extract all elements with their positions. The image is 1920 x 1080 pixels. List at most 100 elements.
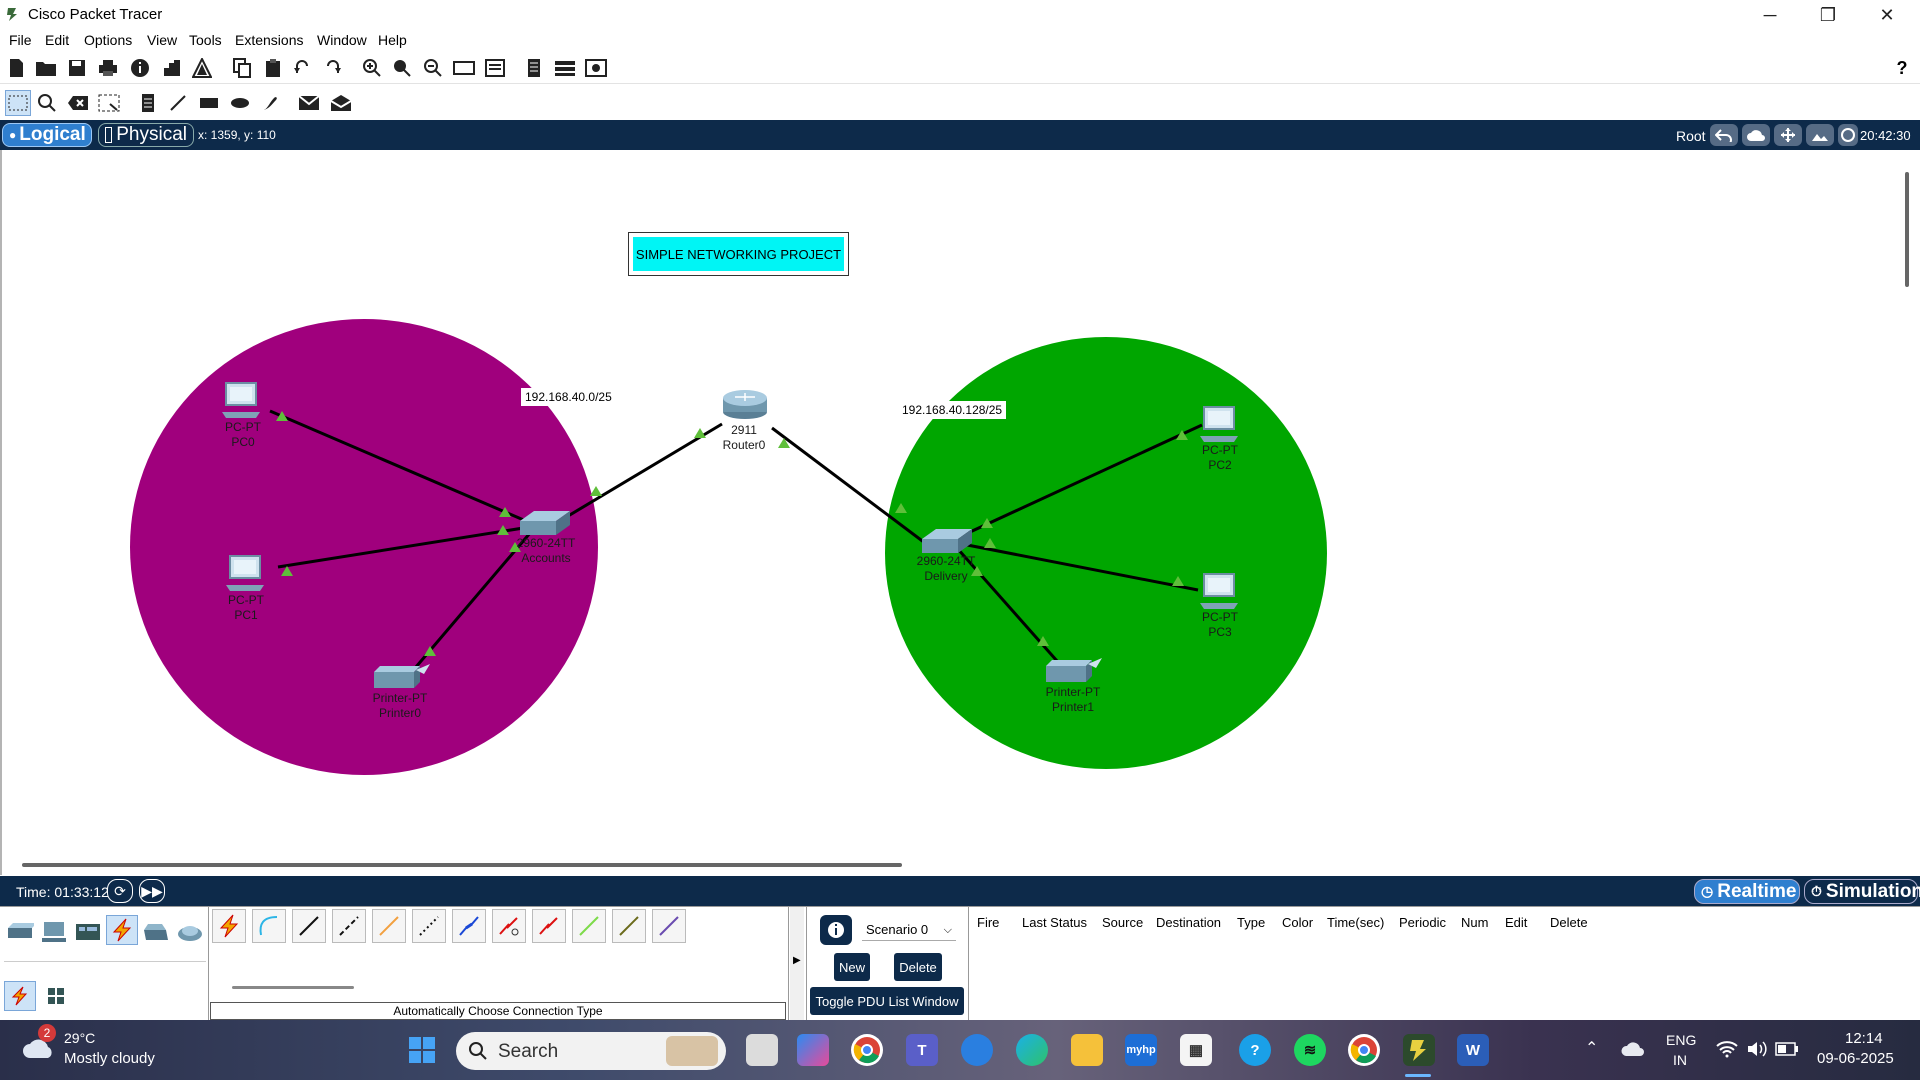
show-hidden-icons-chevron-icon[interactable]: ⌃ [1585, 1040, 1599, 1057]
iot-custom-cable-icon[interactable] [612, 909, 646, 943]
end-devices-category-icon[interactable] [38, 917, 70, 947]
horizontal-scrollbar[interactable] [22, 863, 902, 867]
language-top[interactable]: ENG [1666, 1032, 1697, 1048]
paste-icon[interactable] [261, 56, 285, 80]
word-icon[interactable]: W [1457, 1034, 1489, 1066]
project-title-note[interactable]: SIMPLE NETWORKING PROJECT [628, 232, 849, 276]
pc1-label[interactable]: PC-PT PC1 [216, 593, 276, 623]
microsoft-store-icon[interactable]: ▦ [1180, 1034, 1212, 1066]
logical-workspace[interactable]: SIMPLE NETWORKING PROJECT 192.168.40.0/2… [0, 150, 1920, 875]
move-object-icon[interactable] [1774, 124, 1802, 146]
vertical-scrollbar[interactable] [1905, 172, 1909, 287]
printer1-label[interactable]: Printer-PT Printer1 [1033, 685, 1113, 715]
browser-app-icon[interactable] [961, 1034, 993, 1066]
background-image-icon[interactable] [1806, 124, 1834, 146]
file-explorer-icon[interactable] [1071, 1034, 1103, 1066]
chrome-icon[interactable] [851, 1034, 883, 1066]
freeform-draw-icon[interactable] [259, 91, 283, 115]
volume-icon[interactable] [1746, 1040, 1768, 1058]
menu-help[interactable]: Help [378, 32, 407, 48]
connection-subtype-icon[interactable] [4, 981, 36, 1011]
auto-connection-icon[interactable] [212, 909, 246, 943]
battery-icon[interactable] [1775, 1042, 1799, 1056]
serial-dte-icon[interactable] [532, 909, 566, 943]
coaxial-cable-icon[interactable] [452, 909, 486, 943]
pc0-label[interactable]: PC-PT PC0 [213, 420, 273, 450]
open-folder-icon[interactable] [34, 56, 58, 80]
viewport-icon[interactable] [522, 56, 546, 80]
toggle-pdu-list-button[interactable]: Toggle PDU List Window [810, 987, 964, 1015]
network-label-accounts[interactable]: 192.168.40.0/25 [521, 388, 616, 406]
draw-line-icon[interactable] [166, 91, 190, 115]
save-icon[interactable] [65, 56, 89, 80]
delete-tool-icon[interactable] [66, 91, 90, 115]
octal-cable-icon[interactable] [572, 909, 606, 943]
pc2-label[interactable]: PC-PT PC2 [1190, 443, 1250, 473]
add-complex-pdu-icon[interactable] [329, 91, 353, 115]
power-cycle-icon[interactable]: ⟳ [107, 879, 133, 903]
wifi-icon[interactable] [1716, 1040, 1738, 1058]
select-tool-icon[interactable] [5, 90, 31, 116]
weather-widget[interactable]: 2 [22, 1024, 58, 1060]
workspace-image-icon[interactable] [584, 56, 608, 80]
new-file-icon[interactable] [4, 56, 28, 80]
menu-extensions[interactable]: Extensions [235, 32, 304, 48]
resize-shape-icon[interactable] [97, 91, 121, 115]
draw-rectangle-icon[interactable] [197, 91, 221, 115]
copper-straight-through-icon[interactable] [292, 909, 326, 943]
phone-cable-icon[interactable] [412, 909, 446, 943]
taskbar-search[interactable]: Search [456, 1032, 726, 1070]
realtime-mode-button[interactable]: ◷ Realtime [1694, 879, 1800, 904]
draw-ellipse-icon[interactable] [228, 91, 252, 115]
packet-tracer-taskbar-icon[interactable] [1403, 1034, 1435, 1066]
console-cable-icon[interactable] [252, 909, 286, 943]
print-icon[interactable] [96, 56, 120, 80]
menu-file[interactable]: File [9, 32, 32, 48]
back-arrow-icon[interactable] [1710, 124, 1738, 146]
printer0-label[interactable]: Printer-PT Printer0 [360, 691, 440, 721]
undo-icon[interactable] [290, 56, 314, 80]
menu-window[interactable]: Window [317, 32, 367, 48]
onedrive-icon[interactable] [1620, 1040, 1646, 1058]
scenario-select[interactable]: Scenario 0 ⌵ [862, 919, 956, 941]
zoom-out-icon[interactable] [421, 56, 445, 80]
copper-cross-over-icon[interactable] [332, 909, 366, 943]
taskbar-clock[interactable]: 12:14 [1845, 1030, 1883, 1047]
usb-cable-icon[interactable] [652, 909, 686, 943]
copilot-icon[interactable] [797, 1034, 829, 1066]
zoom-in-icon[interactable] [360, 56, 384, 80]
miscellaneous-category-icon[interactable] [140, 917, 172, 947]
components-category-icon[interactable] [72, 917, 104, 947]
custom-device-icon[interactable] [160, 56, 184, 80]
windows-start-icon[interactable] [406, 1034, 438, 1066]
teams-icon[interactable]: T [906, 1034, 938, 1066]
new-scenario-button[interactable]: New [834, 953, 870, 981]
taskbar-date[interactable]: 09-06-2025 [1817, 1050, 1894, 1067]
drawing-palette-icon[interactable] [452, 56, 476, 80]
serial-dce-icon[interactable] [492, 909, 526, 943]
menu-tools[interactable]: Tools [189, 32, 222, 48]
physical-tab[interactable]: Physical [98, 123, 194, 147]
add-simple-pdu-icon[interactable] [297, 91, 321, 115]
wizard-icon[interactable] [190, 56, 214, 80]
delete-scenario-button[interactable]: Delete [894, 953, 942, 981]
get-help-icon[interactable]: ? [1239, 1034, 1271, 1066]
close-button[interactable]: ✕ [1879, 4, 1895, 25]
viewport-clock-icon[interactable] [1838, 124, 1858, 146]
switch-delivery-label[interactable]: 2960-24TT Delivery [906, 554, 986, 584]
edge-icon[interactable] [1016, 1034, 1048, 1066]
restore-button[interactable]: ❐ [1819, 4, 1837, 25]
help-icon[interactable]: ? [1896, 57, 1908, 78]
network-devices-category-icon[interactable] [4, 917, 36, 947]
logical-tab[interactable]: ● Logical [2, 123, 92, 147]
spotify-icon[interactable]: ≋ [1294, 1034, 1326, 1066]
switch-accounts-label[interactable]: 2960-24TT Accounts [506, 536, 586, 566]
redo-icon[interactable] [321, 56, 345, 80]
menu-edit[interactable]: Edit [45, 32, 70, 48]
minimize-button[interactable]: ─ [1763, 4, 1777, 25]
scenario-info-icon[interactable] [820, 915, 852, 945]
myhp-icon[interactable]: myhp [1125, 1034, 1157, 1066]
router0-label[interactable]: 2911 Router0 [704, 423, 784, 453]
fiber-cable-icon[interactable] [372, 909, 406, 943]
simulation-mode-button[interactable]: ⏱ Simulation [1804, 879, 1920, 904]
